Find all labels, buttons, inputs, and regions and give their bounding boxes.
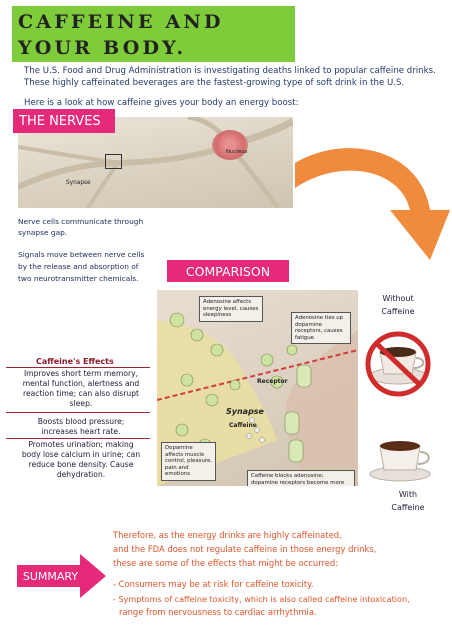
without-caffeine-line-2: Caffeine [381, 307, 415, 316]
nucleus-label: Nucleus [226, 149, 248, 155]
without-caffeine-line-1: Without [382, 294, 414, 303]
comparison-heading: COMPARISON [167, 260, 289, 282]
synapse-label: Synapse [66, 180, 91, 186]
effect-urine-4: dehydration. [56, 470, 106, 479]
effects-divider [6, 412, 150, 413]
effect-urine-2: body lose calcium in urine; can [21, 450, 141, 459]
summary-heading: SUMMARY [22, 569, 79, 583]
effect-blood-1: Boosts blood pressure; [37, 417, 125, 426]
caffeine-label: Caffeine [229, 422, 257, 429]
nucleus-shape [212, 130, 248, 160]
nerve-text-2a: Signals move between nerve cells [18, 250, 145, 259]
summary-line-2: and the FDA does not regulate caffeine i… [113, 544, 377, 554]
effect-memory-3: reaction time; can also disrupt [23, 389, 139, 398]
caffeine-blocks-callout: Caffeine blocks adenosine; dopamine rece… [247, 470, 355, 486]
effects-divider [6, 367, 150, 368]
intro-line-3: Here is a look at how caffeine gives you… [24, 98, 299, 108]
adenosine-ties-callout: Adenosine ties up dopamine receptors, ca… [291, 312, 351, 345]
effect-memory-4: sleep. [69, 399, 93, 408]
effect-urine-1: Promotes urination; making [28, 440, 134, 449]
nerve-text-2c: two neurotransmitter chemicals. [18, 274, 139, 283]
nerve-text-1a: Nerve cells communicate through [18, 217, 144, 226]
effects-title: Caffeine's Effects [36, 357, 114, 366]
curved-arrow-icon [295, 148, 450, 260]
effect-urine-3: reduce bone density. Cause [28, 460, 134, 469]
title-line-1: CAFFEINE AND [18, 11, 224, 33]
nerves-heading: THE NERVES [13, 109, 115, 133]
synapse-label-2: Synapse [226, 407, 264, 416]
effect-memory-1: Improves short term memory, [23, 369, 139, 378]
no-coffee-icon [365, 331, 431, 397]
coffee-cup-icon [369, 441, 431, 482]
title-banner: CAFFEINE AND YOUR BODY. [12, 6, 295, 62]
with-caffeine-line-2: Caffeine [391, 503, 425, 512]
with-caffeine-line-1: With [398, 490, 418, 499]
summary-line-1: Therefore, as the energy drinks are high… [113, 530, 342, 540]
intro-line-1: The U.S. Food and Drug Administration is… [24, 66, 436, 76]
effects-divider [6, 438, 150, 439]
nerve-cell-illustration: Nucleus Synapse [18, 117, 293, 208]
effect-blood-2: increases heart rate. [41, 427, 121, 436]
nerve-text-2b: by the release and absorption of [18, 262, 139, 271]
intro-line-2: These highly caffeinated beverages are t… [24, 78, 405, 88]
summary-bullet-2-cont: range from nervousness to cardiac arrhyt… [119, 607, 317, 617]
summary-bullet-2: - Symptoms of caffeine toxicity, which i… [113, 594, 410, 604]
summary-line-3: these are some of the effects that might… [113, 558, 339, 568]
synapse-comparison-illustration: Adenosine affects energy level, causes s… [157, 290, 358, 486]
receptor-label: Receptor [257, 378, 288, 385]
synapse-highlight-box [105, 154, 122, 169]
summary-arrow-icon [17, 554, 106, 598]
title-line-2: YOUR BODY. [18, 37, 187, 59]
adenosine-callout: Adenosine affects energy level, causes s… [199, 296, 263, 322]
effect-memory-2: mental function, alertness and [22, 379, 140, 388]
summary-bullet-1: - Consumers may be at risk for caffeine … [113, 579, 314, 589]
nerve-text-1b: synapse gap. [18, 228, 68, 237]
dopamine-callout: Dopamine affects muscle control, pleasur… [161, 442, 216, 481]
